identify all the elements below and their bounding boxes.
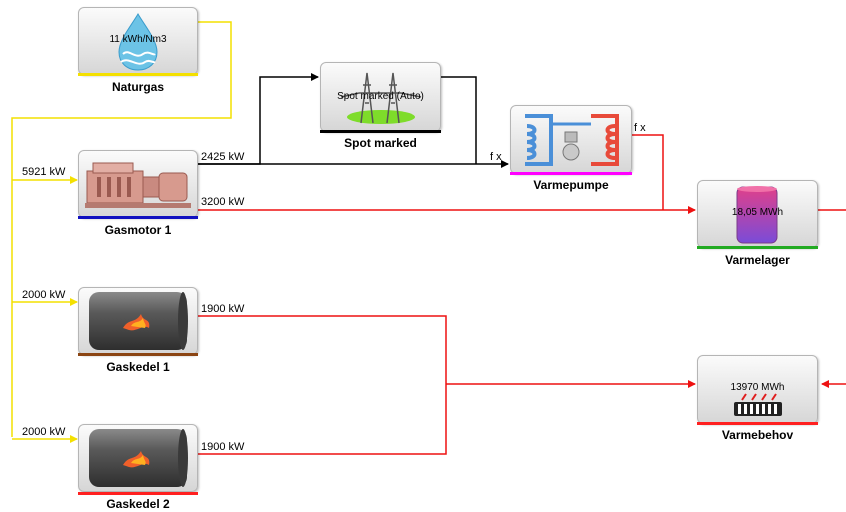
- node-spot-marked[interactable]: Spot marked (Auto) Spot marked: [320, 62, 441, 152]
- naturgas-underline: [78, 73, 198, 76]
- spot-marked-value: Spot marked (Auto): [337, 91, 424, 102]
- water-drop-icon: [118, 13, 158, 71]
- node-gaskedel-1[interactable]: Gaskedel 1: [78, 287, 198, 377]
- varmebehov-title: Varmebehov: [721, 428, 794, 442]
- flow-label-gaskedel2-gas-in: 2000 kW: [22, 426, 66, 438]
- naturgas-title: Naturgas: [111, 80, 164, 94]
- varmebehov-underline: [697, 422, 818, 425]
- heat-lines: [198, 134, 846, 455]
- gaskedel-1-title: Gaskedel 1: [106, 360, 170, 374]
- electric-lines: [198, 73, 509, 168]
- flow-label-gasmotor1-gas-in: 5921 kW: [22, 166, 66, 178]
- power-pylon-icon: [340, 72, 422, 124]
- spot-marked-underline: [320, 130, 441, 133]
- node-naturgas[interactable]: 11 kWh/Nm3 Naturgas: [78, 7, 198, 97]
- varmelager-underline: [697, 246, 818, 249]
- varmebehov-value: 13970 MWh: [730, 382, 785, 393]
- gas-engine-icon: [85, 162, 191, 208]
- node-varmebehov[interactable]: 13970 MWh Varmebehov: [697, 355, 818, 445]
- flow-label-gasmotor1-el: 2425 kW: [201, 151, 245, 163]
- naturgas-value: 11 kWh/Nm3: [109, 34, 167, 45]
- gasmotor-1-underline: [78, 216, 198, 219]
- varmepumpe-underline: [510, 172, 632, 175]
- flow-label-varmepumpe-out: f x: [634, 122, 646, 134]
- flow-label-gasmotor1-heat: 3200 kW: [201, 196, 245, 208]
- boiler-icon: [89, 292, 188, 350]
- node-varmelager[interactable]: 18,05 MWh Varmelager: [697, 180, 818, 270]
- flow-label-gaskedel1-gas-in: 2000 kW: [22, 289, 66, 301]
- gasmotor-1-box[interactable]: [78, 150, 198, 218]
- varmebehov-box[interactable]: 13970 MWh: [697, 355, 818, 424]
- gaskedel-1-underline: [78, 353, 198, 356]
- node-gasmotor-1[interactable]: Gasmotor 1: [78, 150, 198, 240]
- gaskedel-2-underline: [78, 492, 198, 495]
- gaskedel-2-title: Gaskedel 2: [106, 497, 170, 511]
- gaskedel-2-box[interactable]: [78, 424, 198, 492]
- heat-pump-icon: [525, 114, 619, 166]
- varmepumpe-title: Varmepumpe: [533, 178, 609, 192]
- gas-lines: [11, 21, 232, 443]
- varmelager-title: Varmelager: [725, 253, 790, 267]
- varmelager-value: 18,05 MWh: [731, 207, 784, 218]
- boiler-icon: [89, 429, 188, 487]
- node-varmepumpe[interactable]: Varmepumpe: [510, 105, 632, 195]
- radiator-icon: [734, 393, 782, 416]
- naturgas-box[interactable]: 11 kWh/Nm3: [78, 7, 198, 75]
- spot-marked-box[interactable]: Spot marked (Auto): [320, 62, 441, 132]
- flow-label-gaskedel2-heat: 1900 kW: [201, 441, 245, 453]
- flow-label-varmepumpe-in: f x: [490, 151, 502, 163]
- varmelager-box[interactable]: 18,05 MWh: [697, 180, 818, 248]
- flow-label-gaskedel1-heat: 1900 kW: [201, 303, 245, 315]
- gaskedel-1-box[interactable]: [78, 287, 198, 355]
- gasmotor-1-title: Gasmotor 1: [104, 223, 172, 237]
- varmepumpe-box[interactable]: [510, 105, 632, 174]
- node-gaskedel-2[interactable]: Gaskedel 2: [78, 424, 198, 512]
- storage-tank-icon: [736, 186, 778, 244]
- spot-marked-title: Spot marked: [344, 136, 417, 150]
